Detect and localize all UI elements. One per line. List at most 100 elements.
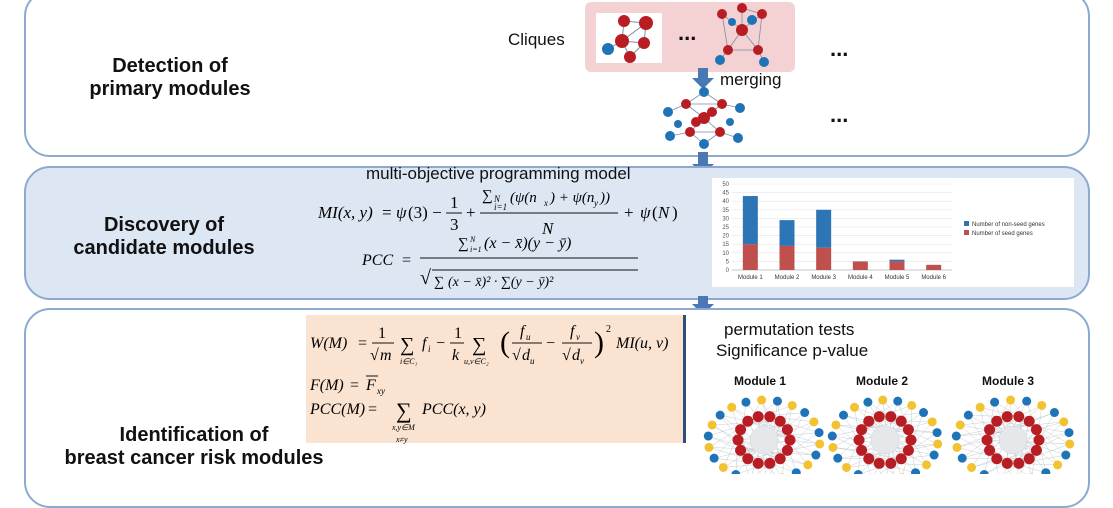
- objective-formula-box: [306, 315, 686, 443]
- legend-swatch: [964, 221, 969, 226]
- detection-stage-title: Detection of primary modules: [40, 55, 300, 101]
- svg-text:−: −: [546, 335, 555, 352]
- f-formula: F(M) = F xy: [310, 375, 385, 396]
- model-label: multi-objective programming model: [366, 164, 631, 183]
- svg-text:∑: ∑: [482, 188, 493, 204]
- svg-text:MI(u, v): MI(u, v): [615, 335, 668, 352]
- y-tick-label: 5: [726, 259, 730, 265]
- svg-text:N: N: [657, 203, 671, 222]
- y-tick-label: 25: [722, 225, 729, 231]
- svg-text:=: =: [382, 203, 392, 222]
- svg-text:∑: ∑: [458, 236, 469, 252]
- svg-text:(x − x̄)² · ∑(y − ȳ)²: (x − x̄)² · ∑(y − ȳ)²: [448, 275, 554, 290]
- svg-text:1: 1: [454, 325, 462, 342]
- svg-text:N: N: [541, 219, 555, 238]
- svg-text:√: √: [420, 267, 431, 289]
- y-tick-label: 45: [722, 191, 729, 197]
- clique-network-large: [715, 3, 769, 67]
- detection-title-line1: Detection of: [112, 55, 228, 77]
- y-tick-label: 50: [722, 182, 729, 188]
- significance-label: Significance p-value: [716, 341, 869, 360]
- detection-panel: [24, 0, 1090, 157]
- permutation-tests-label: permutation tests: [724, 320, 855, 339]
- bar-seed-1: [742, 244, 758, 270]
- svg-text:x: x: [543, 198, 548, 208]
- svg-text:=: =: [368, 401, 377, 418]
- merging-label: merging: [720, 70, 782, 89]
- svg-text:m: m: [380, 347, 392, 364]
- detection-title-line2: primary modules: [89, 78, 251, 100]
- svg-text:(: (: [500, 326, 510, 359]
- svg-text:=: =: [402, 252, 411, 269]
- x-tick-label: Module 4: [848, 275, 873, 281]
- svg-text:∑: ∑: [396, 398, 412, 423]
- y-tick-label: 35: [722, 208, 729, 214]
- svg-text:y: y: [593, 198, 598, 208]
- svg-text:v: v: [580, 356, 584, 366]
- identification-stage-title: Identification of breast cancer risk mod…: [34, 424, 354, 470]
- bar-seed-4: [852, 261, 868, 270]
- svg-text:v: v: [576, 332, 580, 342]
- svg-text:i∈C₁: i∈C₁: [400, 357, 418, 366]
- svg-text:∑: ∑: [434, 275, 444, 290]
- x-tick-label: Module 5: [885, 275, 910, 281]
- svg-text:d: d: [572, 347, 581, 364]
- svg-text:PCC(M): PCC(M): [310, 401, 365, 418]
- svg-text:MI(x, y): MI(x, y): [318, 203, 373, 222]
- svg-text:+: +: [466, 203, 476, 222]
- mi-formula: MI(x, y) = ψ (3) − 1 3 + ∑ N i=1 (ψ(n x …: [318, 188, 678, 238]
- svg-text:PCC: PCC: [362, 252, 393, 269]
- bar-nonseed-2: [779, 220, 795, 246]
- discovery-title-line2: candidate modules: [73, 237, 255, 259]
- bar-seed-6: [926, 264, 942, 270]
- svg-text:d: d: [522, 347, 531, 364]
- detection-ellipsis-right-top: ...: [830, 36, 849, 61]
- svg-text:x,y∈M: x,y∈M: [391, 423, 416, 432]
- y-tick-label: 30: [722, 216, 729, 222]
- svg-text:u,v∈C₂: u,v∈C₂: [464, 357, 489, 366]
- legend-swatch: [964, 230, 969, 235]
- detection-ellipsis-right-bottom: ...: [830, 102, 849, 127]
- cliques-label: Cliques: [508, 30, 565, 49]
- clique-network-small: [602, 15, 653, 63]
- bar-seed-2: [779, 245, 795, 270]
- legend-label: Number of seed genes: [972, 231, 1033, 237]
- svg-text:ψ: ψ: [640, 203, 651, 222]
- svg-text:): ): [672, 203, 678, 222]
- identification-title-line1: Identification of: [119, 424, 269, 446]
- module-1-network: [703, 395, 825, 474]
- svg-text:(ψ(n: (ψ(n: [510, 190, 537, 206]
- svg-text:) + ψ(n: ) + ψ(n: [549, 190, 594, 206]
- x-tick-label: Module 6: [921, 275, 946, 281]
- svg-text:+: +: [624, 203, 634, 222]
- y-tick-label: 10: [722, 251, 729, 257]
- identification-title-line2: breast cancer risk modules: [64, 447, 324, 469]
- svg-text:√: √: [562, 347, 571, 364]
- svg-text:=: =: [358, 335, 367, 352]
- svg-text:(3) −: (3) −: [408, 203, 442, 222]
- merging-arrow: [692, 68, 714, 89]
- svg-text:W(M): W(M): [310, 335, 347, 352]
- svg-text:f: f: [520, 323, 527, 340]
- pcc-formula: PCC = ∑ N i=1 (x − x̄)(y − ȳ) √ ∑ (x − x…: [362, 235, 638, 290]
- bar-nonseed-3: [816, 209, 832, 248]
- svg-text:∑: ∑: [400, 334, 414, 356]
- svg-text:1: 1: [450, 193, 459, 212]
- discovery-stage-title: Discovery of candidate modules: [34, 214, 294, 260]
- svg-text:N: N: [469, 235, 476, 244]
- svg-text:xy: xy: [376, 386, 385, 396]
- svg-text:PCC(x, y): PCC(x, y): [421, 401, 486, 418]
- svg-text:k: k: [452, 347, 460, 364]
- svg-text:x≠y: x≠y: [395, 435, 408, 444]
- svg-text:√: √: [512, 347, 521, 364]
- module-1-title: Module 1: [734, 374, 787, 388]
- svg-text:i: i: [428, 344, 431, 354]
- svg-text:∑: ∑: [472, 334, 486, 356]
- svg-text:u: u: [530, 356, 535, 366]
- clique-ellipsis: ...: [678, 20, 697, 45]
- bar-seed-3: [816, 247, 832, 270]
- bar-nonseed-5: [889, 259, 905, 262]
- svg-text:F(M): F(M): [310, 377, 344, 394]
